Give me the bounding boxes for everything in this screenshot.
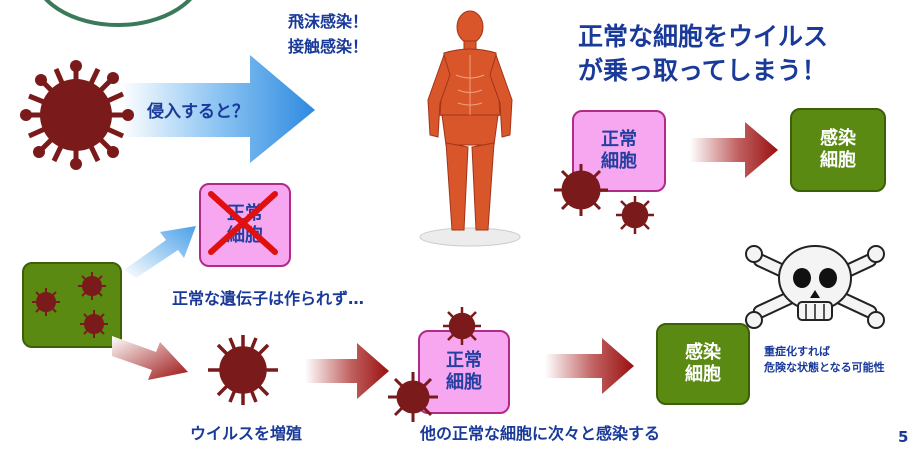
hijack-title: 正常な細胞をウイルス が乗っ取ってしまう！ xyxy=(578,20,828,88)
infect-arrow-top xyxy=(690,122,778,178)
hijack-title-line1: 正常な細胞をウイルス xyxy=(578,22,829,51)
virus-icon xyxy=(616,196,654,234)
normal-cell-label-1: 正常 xyxy=(601,129,637,151)
no-gene-text: 正常な遺伝子は作られず… xyxy=(172,289,365,308)
virus-icon xyxy=(554,164,608,216)
multiply-arrow xyxy=(112,336,188,380)
infected-cell-label-1: 感染 xyxy=(820,128,856,150)
normal-cell-top: 正常細胞 xyxy=(572,110,666,192)
normal-cell-bottom-label-2: 細胞 xyxy=(446,372,482,393)
severe-warning-line1: 重症化すれば xyxy=(764,345,830,358)
severe-warning-text: 重症化すれば 危険な状態となる可能性 xyxy=(764,344,885,376)
infected-cell-bottom-label-1: 感染 xyxy=(685,342,721,364)
human-anatomy-figure xyxy=(419,10,521,247)
virus-multiply-text: ウイルスを増殖 xyxy=(190,424,303,443)
no-gene-arrow xyxy=(124,226,196,278)
virus-icon xyxy=(14,60,139,170)
logo-ring xyxy=(43,0,193,27)
contact-label: 接触感染！ xyxy=(288,36,369,56)
invade-arrow xyxy=(120,55,315,163)
spread-infection-text: 他の正常な細胞に次々と感染する xyxy=(420,424,661,443)
virus-icon xyxy=(208,335,278,405)
severe-warning-line2: 危険な状態となる可能性 xyxy=(764,360,885,374)
virus-icon xyxy=(443,307,481,345)
infected-cell-label-2: 細胞 xyxy=(820,150,856,171)
infected-cell-top: 感染細胞 xyxy=(790,108,886,192)
droplet-label: 飛沫感染！ xyxy=(288,12,369,31)
infected-cell-bottom-label-2: 細胞 xyxy=(685,364,721,385)
normal-cell-label-2: 細胞 xyxy=(601,151,637,172)
virus-icon xyxy=(388,372,438,422)
spread-arrow-2 xyxy=(545,338,634,394)
invade-question: 侵入すると？ xyxy=(147,102,249,122)
infected-cell-left xyxy=(22,262,122,348)
normal-cell-bottom-label-1: 正常 xyxy=(446,350,482,372)
spread-arrow-1 xyxy=(305,343,389,399)
hijack-title-line2: が乗っ取ってしまう！ xyxy=(578,55,827,85)
infection-route-text: 飛沫感染！ 接触感染！ xyxy=(288,10,368,60)
infected-cell-bottom: 感染細胞 xyxy=(656,323,750,405)
page-number: 5 xyxy=(898,428,909,446)
red-x-icon xyxy=(208,191,278,255)
virus-icon xyxy=(32,272,108,338)
skull-crossbones-icon xyxy=(745,245,885,329)
